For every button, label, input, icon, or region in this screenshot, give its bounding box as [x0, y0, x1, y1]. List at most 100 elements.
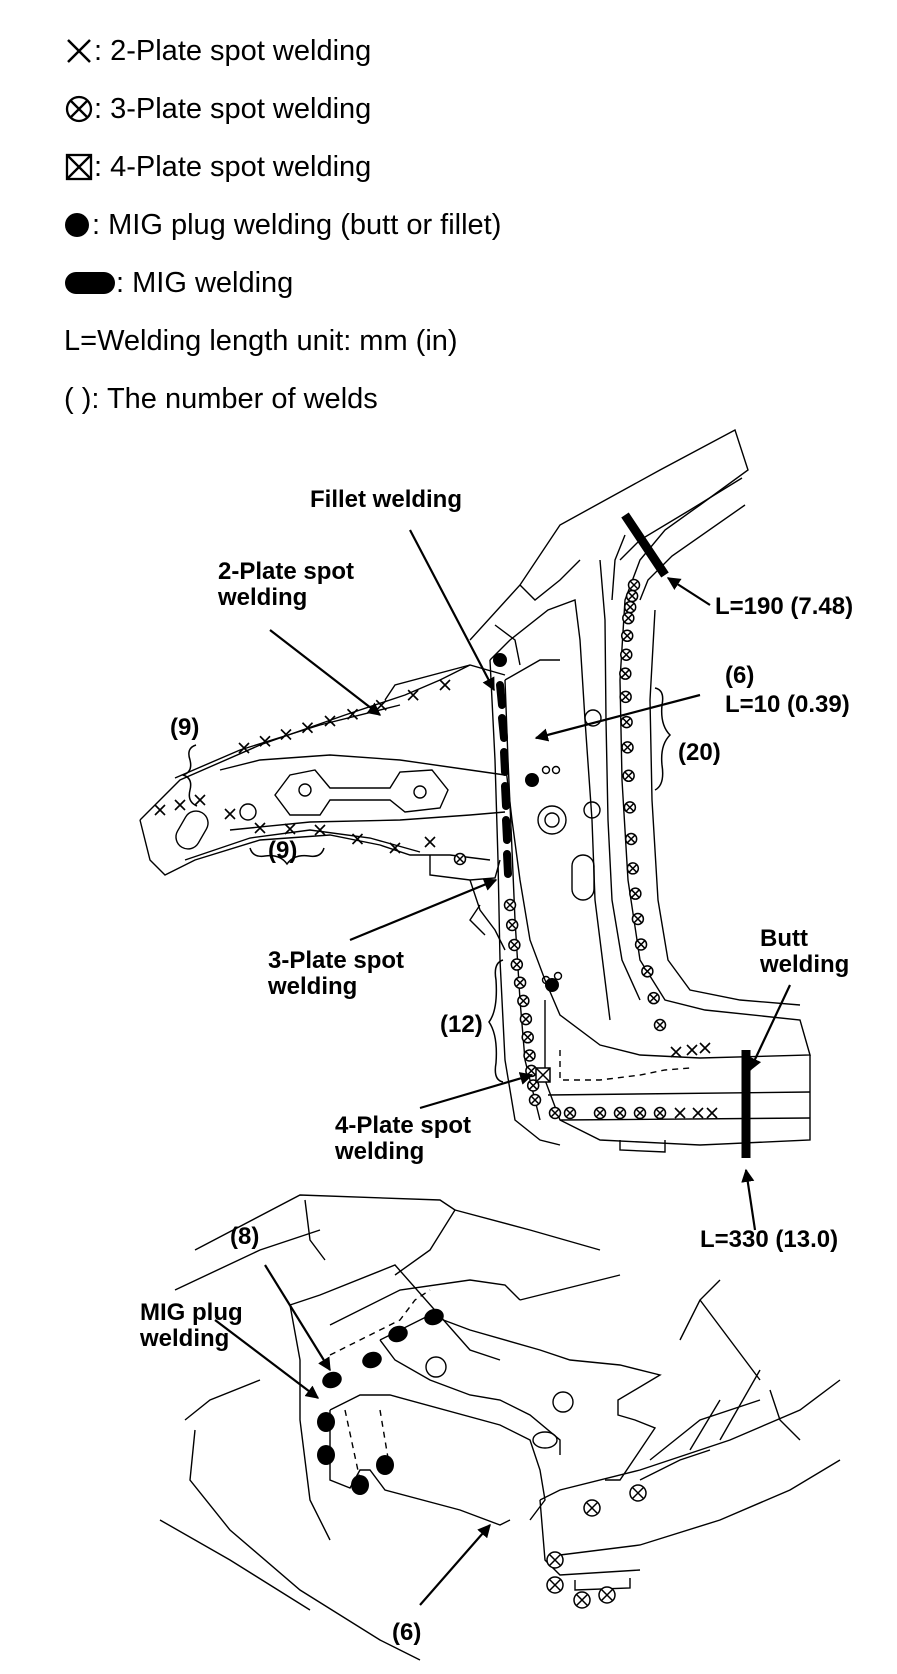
three-plate-spot-mark: [626, 862, 640, 875]
three-plate-spot-mark: [517, 994, 530, 1008]
legend-length-unit-text: L=Welding length unit: mm (in): [64, 324, 458, 357]
three-plate-spot-mark: [513, 976, 527, 989]
mig-weld-icon: [64, 268, 116, 298]
three-plate-spot-mark: [508, 938, 521, 952]
three-plate-spot-mark: [519, 1012, 533, 1026]
two-plate-spot-mark: [174, 799, 186, 811]
mig-plug-icon: [64, 210, 92, 240]
three-plate-spot-mark: [653, 1018, 667, 1032]
legend-four-plate-text: : 4-Plate spot welding: [94, 150, 372, 183]
count-braces: [180, 687, 672, 1083]
three-plate-spot-mark: [647, 991, 660, 1005]
two-plate-spot-mark: [154, 804, 166, 816]
three-plate-spot-mark: [546, 1576, 564, 1594]
three-plate-spot-mark: [653, 1106, 667, 1120]
three-plate-spot-mark: [598, 1586, 616, 1604]
two-plate-label-line1: 2-Plate spot: [218, 558, 354, 585]
three-plate-spot-mark: [505, 918, 519, 932]
three-plate-spot-mark: [620, 629, 634, 643]
count-12-label: (12): [440, 1011, 483, 1038]
two-plate-spot-mark: [424, 836, 436, 848]
three-plate-spot-icon: [64, 94, 94, 124]
legend-mig-plug: : MIG plug welding (butt or fillet): [64, 196, 501, 254]
three-plate-spot-mark: [503, 898, 517, 912]
two-plate-spot-mark: [301, 722, 314, 734]
three-plate-spot-mark: [453, 852, 467, 866]
four-plate-spot-icon: [64, 152, 94, 182]
butt-welding-label-line1: Butt: [760, 925, 808, 952]
lower-plug-welds: [317, 1308, 444, 1495]
three-plate-label-line1: 3-Plate spot: [268, 947, 404, 974]
count-8-label: (8): [230, 1223, 259, 1250]
fillet-mig-weld-marks: [496, 681, 512, 878]
two-plate-label-line2: welding: [217, 584, 307, 611]
two-plate-spot-icon: [64, 36, 94, 66]
legend-mig-plug-text: : MIG plug welding (butt or fillet): [92, 208, 502, 241]
length-190-label: L=190 (7.48): [715, 593, 853, 620]
lower-three-plate-marks: [546, 1484, 647, 1609]
three-plate-spot-mark: [620, 648, 633, 661]
two-plate-spot-mark: [238, 742, 250, 754]
three-plate-spot-mark: [622, 611, 635, 625]
two-plate-spot-mark: [389, 842, 401, 854]
count-6-lower-label: (6): [392, 1619, 421, 1646]
three-plate-spot-mark: [634, 938, 648, 951]
two-plate-spot-mark: [351, 833, 364, 845]
legend-length-unit: L=Welding length unit: mm (in): [64, 312, 501, 370]
three-plate-spot-mark: [510, 958, 524, 971]
two-plate-spot-mark: [407, 689, 419, 701]
three-plate-spot-mark: [625, 589, 639, 603]
two-plate-spot-mark: [439, 679, 451, 691]
count-9-bottom-label: (9): [268, 837, 297, 864]
three-plate-spot-mark: [623, 600, 637, 614]
butt-welding-label-line2: welding: [759, 951, 849, 978]
two-plate-spot-mark: [692, 1107, 704, 1119]
three-plate-spot-mark: [573, 1591, 591, 1609]
two-plate-spot-mark: [259, 735, 271, 747]
lower-labels: (8) MIG plug welding (6): [139, 1223, 421, 1646]
three-plate-spot-mark: [563, 1106, 577, 1120]
three-plate-spot-mark: [641, 965, 654, 978]
three-plate-spot-mark: [620, 715, 633, 729]
legend: : 2-Plate spot welding : 3-Plate spot we…: [64, 22, 501, 428]
two-plate-spot-mark: [314, 824, 326, 836]
three-plate-spot-mark: [523, 1049, 536, 1062]
two-plate-spot-mark: [194, 794, 206, 806]
three-plate-spot-mark: [633, 1106, 647, 1120]
upper-plug-welds: [493, 653, 559, 992]
four-plate-label-line1: 4-Plate spot: [335, 1112, 471, 1139]
two-plate-spot-mark: [324, 715, 336, 727]
lower-assembly: [159, 1194, 841, 1661]
three-plate-spot-mark: [521, 1031, 534, 1044]
three-plate-spot-mark: [627, 578, 641, 592]
three-plate-spot-mark: [593, 1106, 607, 1120]
length-10-label: L=10 (0.39): [725, 691, 850, 718]
count-9-top-label: (9): [170, 714, 199, 741]
two-plate-spot-mark: [375, 699, 387, 711]
three-plate-spot-mark: [622, 769, 635, 783]
three-plate-spot-mark: [613, 1106, 627, 1120]
legend-two-plate-text: : 2-Plate spot welding: [94, 34, 372, 67]
two-plate-spot-marks: [154, 679, 718, 1119]
legend-three-plate: : 3-Plate spot welding: [64, 80, 501, 138]
count-6-upper-label: (6): [725, 662, 754, 689]
three-plate-spot-mark: [621, 741, 634, 754]
length-330-label: L=330 (13.0): [700, 1226, 838, 1253]
two-plate-spot-mark: [346, 708, 359, 720]
upper-labels: Fillet welding 2-Plate spot welding (9) …: [170, 486, 853, 1253]
legend-two-plate: : 2-Plate spot welding: [64, 22, 501, 80]
fillet-welding-label: Fillet welding: [310, 486, 462, 513]
butt-weld-bars: [621, 512, 751, 1158]
two-plate-spot-mark: [699, 1042, 711, 1054]
three-plate-spot-mark: [623, 801, 637, 814]
legend-count-text: ( ): The number of welds: [64, 382, 378, 415]
legend-mig-text: : MIG welding: [116, 266, 294, 299]
count-20-label: (20): [678, 739, 721, 766]
lower-leader-arrows: [214, 1264, 491, 1606]
four-plate-label-line2: welding: [334, 1138, 424, 1165]
legend-three-plate-text: : 3-Plate spot welding: [94, 92, 372, 125]
three-plate-spot-mark: [624, 832, 638, 846]
two-plate-spot-mark: [706, 1107, 718, 1119]
two-plate-spot-mark: [686, 1044, 698, 1056]
